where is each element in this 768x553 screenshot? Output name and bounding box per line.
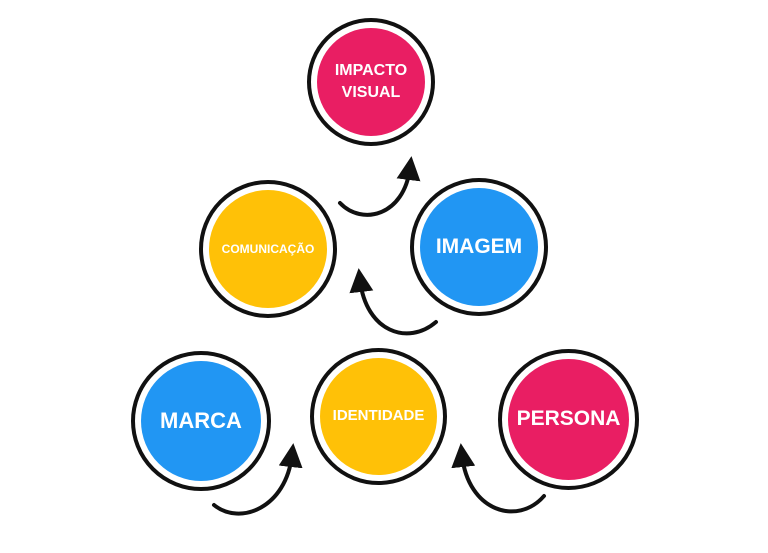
node-marca-label: MARCA (160, 408, 242, 434)
arrow-marca-to-identidade (212, 443, 303, 516)
node-imagem-label: IMAGEM (435, 234, 523, 258)
node-marca: MARCA (131, 351, 271, 491)
node-comunicacao: COMUNICAÇÃO (199, 180, 337, 318)
arrow-imagem-to-comunicacao (349, 268, 438, 336)
node-identidade-label: IDENTIDADE (332, 407, 425, 425)
node-imagem: IMAGEM (410, 178, 548, 316)
arrow-persona-to-identidade (451, 443, 546, 514)
node-comunicacao-label: COMUNICAÇÃO (221, 241, 315, 256)
node-persona-label: PERSONA (516, 407, 621, 431)
node-impacto-visual: IMPACTO VISUAL (307, 18, 435, 146)
node-identidade: IDENTIDADE (310, 348, 447, 485)
node-impacto-visual-label: IMPACTO VISUAL (334, 62, 408, 101)
arrow-comunicacao-to-impacto-visual (338, 156, 421, 217)
node-persona: PERSONA (498, 349, 639, 490)
